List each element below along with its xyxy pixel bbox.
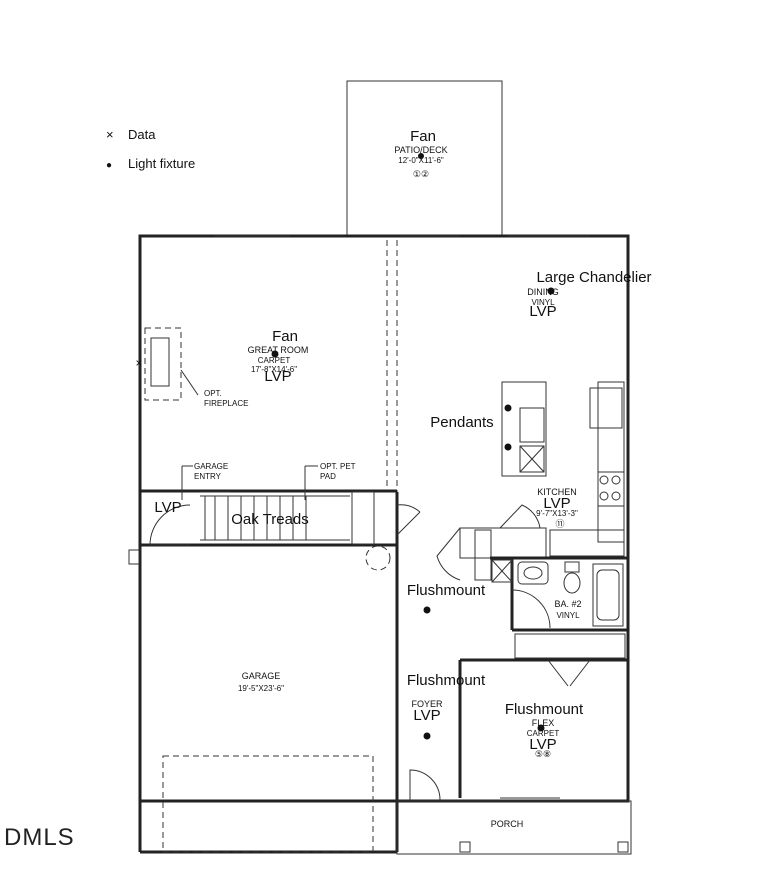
- garage-entry-l2: ENTRY: [194, 472, 222, 481]
- bath-sink: [517, 561, 549, 585]
- dining-name: DINING: [527, 287, 559, 297]
- mls-watermark: DMLS: [4, 824, 75, 851]
- dining-lvp: LVP: [529, 303, 556, 320]
- kitchen-note: ⑪: [555, 519, 564, 529]
- fireplace-note-l2: FIREPLACE: [204, 399, 248, 408]
- patio-notes: ①②: [413, 169, 429, 179]
- legend-data: × Data: [106, 127, 155, 142]
- flex-light-dot: [537, 724, 545, 732]
- patio-light-dot: [418, 153, 424, 159]
- legend-data-label: Data: [128, 127, 156, 142]
- bath2-name: BA. #2: [554, 599, 581, 609]
- flex-fixture: Flushmount: [505, 701, 584, 718]
- great-room-light-dot: [271, 350, 279, 358]
- foyer-fixture: Flushmount: [407, 672, 486, 689]
- garage-door-outline: [162, 755, 374, 853]
- legend-light-label: Light fixture: [128, 156, 196, 171]
- great-room-lvp: LVP: [264, 368, 291, 385]
- garage-dims: 19'-5"X23'-6": [238, 684, 284, 693]
- great-room-name: GREAT ROOM: [248, 345, 309, 355]
- bath2-floor: VINYL: [556, 611, 580, 620]
- entry-floor-label: LVP: [154, 499, 181, 516]
- hall-light-dot: [423, 606, 431, 614]
- flex-floor: CARPET: [527, 729, 560, 738]
- fireplace-outline: [144, 327, 182, 401]
- foyer-lvp: LVP: [413, 707, 440, 724]
- great-room-floor: CARPET: [258, 356, 291, 365]
- foyer-light-dot: [423, 732, 431, 740]
- patio-dims: 12'-0"X11'-6": [398, 156, 444, 165]
- kitchen-lvp: LVP: [543, 495, 570, 512]
- great-room-dims: 17'-8"X14'-6": [251, 365, 297, 374]
- stair-treads: [204, 496, 307, 540]
- flex-note: ⑤⑧: [535, 749, 551, 759]
- flex-name: FLEX: [532, 718, 555, 728]
- pet-pad-l2: PAD: [320, 472, 336, 481]
- pet-pad-l1: OPT. PET: [320, 462, 356, 471]
- data-outlet-icon: ×: [135, 356, 142, 370]
- kitchen-fixture: Pendants: [430, 414, 493, 431]
- garage-entry-l1: GARAGE: [194, 462, 228, 471]
- dining-light-dot: [547, 287, 555, 295]
- kitchen-name: KITCHEN: [537, 487, 577, 497]
- porch-name: PORCH: [491, 819, 524, 829]
- pendant-light-dot-2: [504, 443, 512, 451]
- hall-fixture: Flushmount: [407, 582, 486, 599]
- kitchen-dims: 9'-7"X13'-3": [536, 509, 578, 518]
- foyer-name: FOYER: [411, 699, 443, 709]
- toilet: [563, 572, 581, 594]
- dining-floor: VINYL: [531, 298, 555, 307]
- fireplace-note-l1: OPT.: [204, 389, 222, 398]
- legend-light: ● Light fixture: [106, 156, 195, 171]
- data-x-icon: ×: [106, 127, 114, 142]
- patio-fixture: Fan: [410, 128, 436, 145]
- kitchen-island: [501, 381, 547, 477]
- bathtub: [592, 563, 624, 627]
- dining-fixture: Large Chandelier: [536, 269, 651, 286]
- house-outline: [138, 234, 630, 803]
- patio-name: PATIO/DECK: [394, 145, 447, 155]
- garage-name: GARAGE: [242, 671, 281, 681]
- light-fixture-icon: ●: [106, 160, 113, 171]
- flex-lvp: LVP: [529, 736, 556, 753]
- great-room-fixture: Fan: [272, 328, 298, 345]
- porch-outline: [396, 800, 632, 855]
- stairs-label: Oak Treads: [231, 511, 309, 528]
- pendant-light-dot-1: [504, 404, 512, 412]
